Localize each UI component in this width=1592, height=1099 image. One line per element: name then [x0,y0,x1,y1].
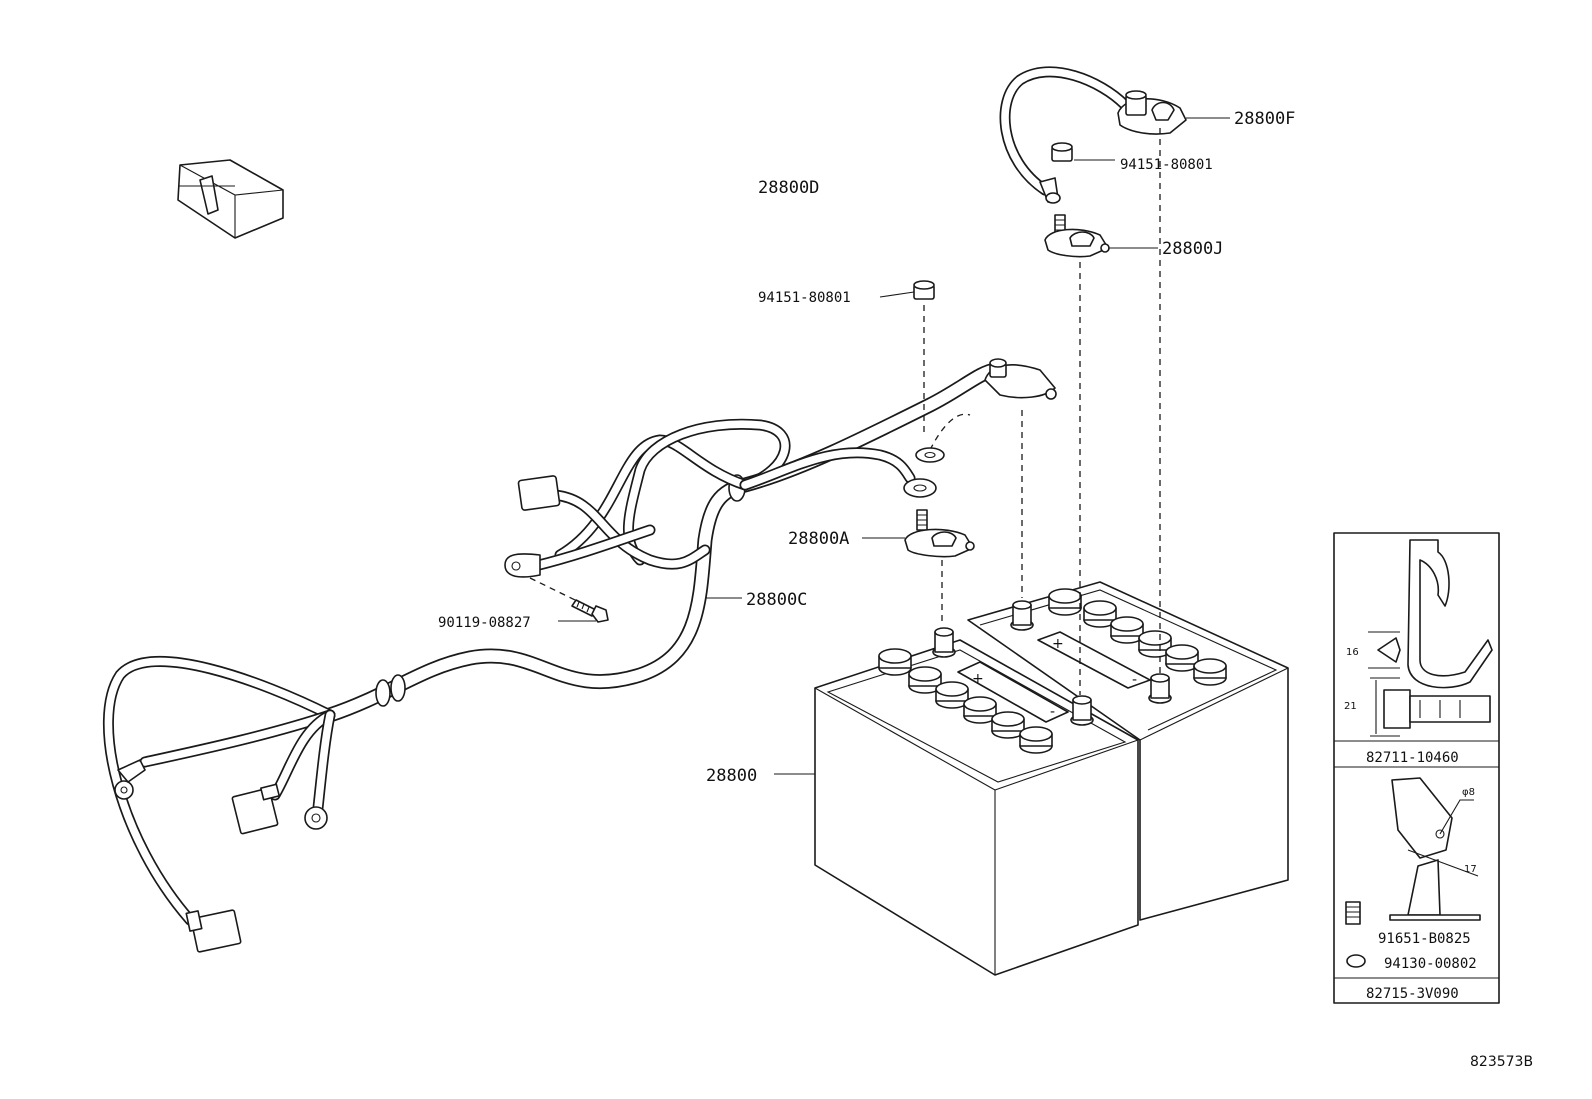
ring-terminal-dashed [915,413,971,463]
nut-94151-mid[interactable] [913,280,935,300]
battery-28800-rear[interactable]: + - [967,581,1289,921]
battery-rear-post-left [1010,600,1034,631]
battery-28800-front[interactable]: + - [814,627,1139,976]
clip-82711-icon [1368,539,1493,737]
battery-front-plus: + [972,671,984,687]
callout-28800a: 28800A [788,529,849,549]
figure-reference: 823573B [1470,1054,1533,1070]
dim-16: 16 [1346,647,1359,658]
callout-94151-top: 94151-80801 [1120,157,1213,173]
ring-terminal-top [504,553,541,578]
callout-28800f: 28800F [1234,109,1295,129]
dim-17: 17 [1464,864,1477,875]
battery-front-post-right [1070,695,1094,726]
inset-bolt-91651: 91651-B0825 [1378,931,1471,947]
battery-front-post-left [932,627,956,658]
terminal-cover-28800d[interactable] [177,159,284,239]
callout-28800c: 28800C [746,590,807,610]
bracket-82715-icon [1345,777,1481,968]
battery-rear-post-right [1148,673,1172,704]
terminal-28800a[interactable] [904,509,975,558]
assembly-guides [529,128,1161,695]
callout-28800d: 28800D [758,178,819,198]
inset-nut-94130: 94130-00802 [1384,956,1477,972]
callout-28800j: 28800J [1162,239,1223,259]
nut-94151-top[interactable] [1051,142,1073,162]
battery-front-caps [878,648,1053,754]
battery-rear-plus: + [1052,636,1064,652]
terminal-28800j[interactable] [1044,214,1110,258]
terminal-clamp-harness[interactable] [984,358,1057,400]
dim-21: 21 [1344,701,1357,712]
callout-94151-mid: 94151-80801 [758,290,851,306]
positive-cable-28800f[interactable] [999,66,1187,204]
callout-28800: 28800 [706,766,757,786]
dim-phi8: φ8 [1462,787,1475,798]
inset-part-82711: 82711-10460 [1366,750,1459,766]
inset-panel: 16 21 82711-10460 φ8 17 91651-B0825 9413… [1333,532,1500,1004]
wire-harness-28800c[interactable] [103,362,1003,953]
battery-rear-caps [1048,588,1227,686]
ring-terminal-right [903,478,937,498]
battery-rear-minus: - [1132,672,1137,688]
ring-terminal-mid [304,806,328,830]
ring-terminal-left [114,759,146,800]
connector-left-mid [231,783,281,835]
leader-lines [178,117,1230,775]
connector-left-bottom [185,909,242,953]
bolt-90119-08827[interactable] [571,599,609,623]
inset-part-82715: 82715-3V090 [1366,986,1459,1002]
battery-front-minus: - [1050,704,1055,720]
connector-top [517,475,561,511]
callout-90119: 90119-08827 [438,615,531,631]
